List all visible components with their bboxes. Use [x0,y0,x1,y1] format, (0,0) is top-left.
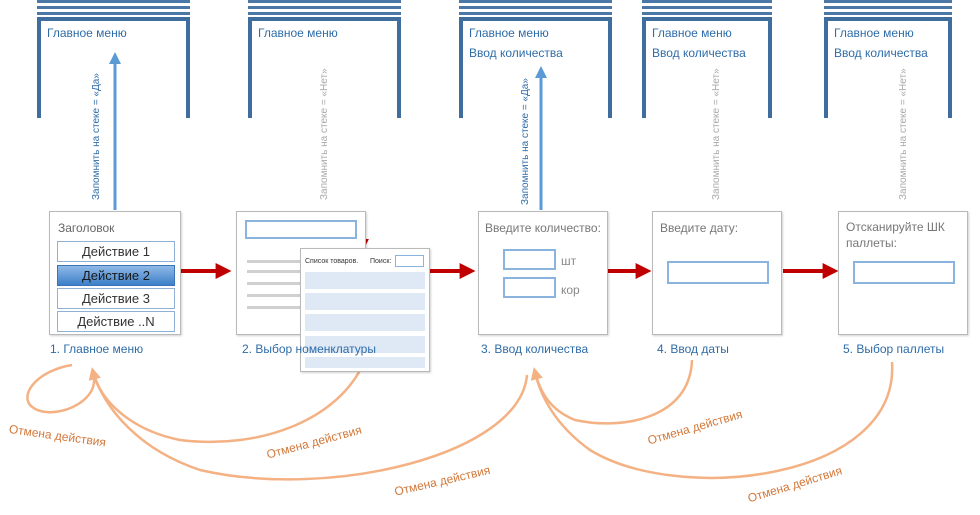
stack-4-item-1: Главное меню [652,26,732,40]
stack-2: Главное меню [248,0,401,118]
pallet-prompt-line1: Отсканируйте ШК [846,220,945,234]
caption-menu: 1. Главное меню [50,342,144,356]
stack-5-item-2: Ввод количества [834,46,928,60]
nomenclature-input[interactable] [245,220,357,239]
stack-4: Главное меню Ввод количества [642,0,772,118]
stack-4-item-2: Ввод количества [652,46,746,60]
menu-header: Заголовок [58,221,115,235]
caption-quantity: 3. Ввод количества [481,342,589,356]
stack-3-item-2: Ввод количества [469,46,563,60]
menu-action-2[interactable]: Действие 2 [57,265,175,286]
stack-5: Главное меню Ввод количества [824,0,952,118]
quantity-box-input[interactable] [503,277,556,298]
screen-quantity: Введите количество: шт кор [478,211,608,335]
undo-arc-self [26,363,96,414]
quantity-unit-pcs: шт [561,254,577,268]
nomenclature-list-popup: Список товаров. Поиск: [300,248,430,372]
stack-3: Главное меню Ввод количества [459,0,612,118]
undo-arc-qty [91,371,529,481]
stack-3-item-1: Главное меню [469,26,549,40]
date-input[interactable] [667,261,769,284]
list-title: Список товаров. [305,258,359,265]
quantity-unit-box: кор [561,283,580,297]
push-label-no-2: Запомнить на стеке = «Нет» [711,68,722,200]
date-prompt: Введите дату: [660,221,739,235]
push-label-yes-2: Запомнить на стеке = «Да» [520,78,531,205]
quantity-prompt: Введите количество: [485,221,601,235]
list-item[interactable] [305,357,425,368]
screen-date: Введите дату: [652,211,782,335]
screen-menu: Заголовок Действие 1 Действие 2 Действие… [49,211,181,335]
list-item[interactable] [305,272,425,289]
undo-arc-date [530,359,694,425]
stack-1-item-1: Главное меню [47,26,127,40]
list-search-input[interactable] [395,255,424,267]
caption-nomenclature: 2. Выбор номенклатуры [242,342,376,356]
list-item[interactable] [305,314,425,331]
caption-date: 4. Ввод даты [657,342,729,356]
push-label-no-1: Запомнить на стеке = «Нет» [319,68,330,200]
push-label-yes-1: Запомнить на стеке = «Да» [91,73,102,200]
pallet-input[interactable] [853,261,955,284]
caption-pallet: 5. Выбор паллеты [843,342,945,356]
list-search-label: Поиск: [370,258,392,265]
undo-arc-nom [88,359,367,444]
menu-action-3[interactable]: Действие 3 [57,288,175,309]
stack-2-item-1: Главное меню [258,26,338,40]
push-label-no-3: Запомнить на стеке = «Нет» [898,68,909,200]
menu-action-1[interactable]: Действие 1 [57,241,175,262]
list-item[interactable] [305,336,425,353]
menu-action-n[interactable]: Действие ..N [57,311,175,332]
stack-5-item-1: Главное меню [834,26,914,40]
stack-1: Главное меню [37,0,190,118]
undo-arc-pallet [533,361,894,480]
quantity-pcs-input[interactable] [503,249,556,270]
screen-pallet: Отсканируйте ШК паллеты: [838,211,968,335]
pallet-prompt-line2: паллеты: [846,236,897,250]
list-item[interactable] [305,293,425,310]
